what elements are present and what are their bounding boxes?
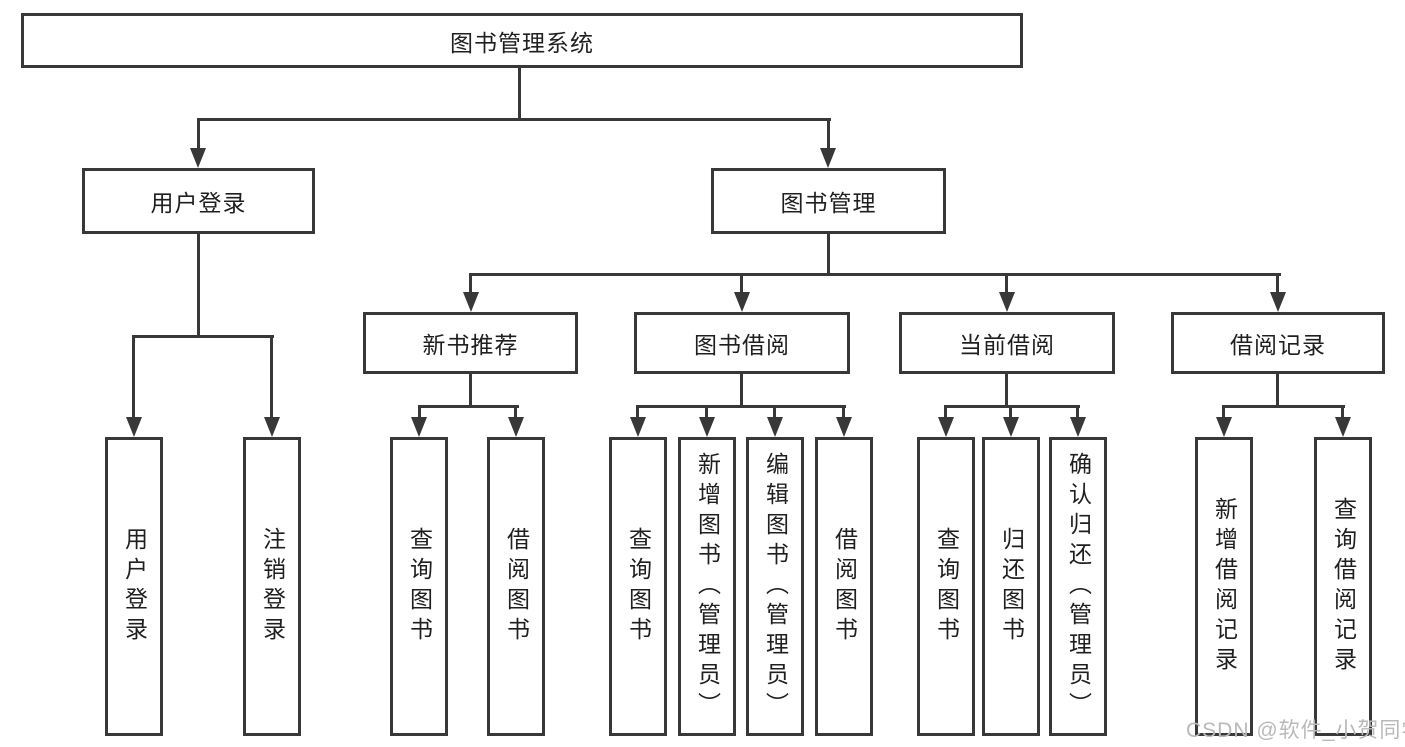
connector-shaft [1341, 405, 1344, 421]
arrowhead-down [463, 292, 479, 312]
leaf-return-books: 归还图书 [982, 437, 1040, 736]
leaf-query-books-current: 查询图书 [917, 437, 975, 736]
node-new-book-recommend: 新书推荐 [363, 312, 578, 374]
connector-group-stem [740, 374, 743, 408]
node-current-borrowing: 当前借阅 [899, 312, 1115, 374]
connector-shaft [636, 405, 639, 421]
connector-user-login-stem [197, 234, 200, 338]
arrowhead-down [1003, 417, 1019, 437]
watermark-text: CSDN @软件_小贺同学 [1186, 719, 1405, 742]
leaf-query-borrow-record-label: 查询借阅记录 [1330, 496, 1357, 677]
leaf-user-login: 用户登录 [105, 437, 163, 736]
leaf-confirm-return-admin-label: 确认归还（管理员） [1065, 451, 1092, 722]
connector-shaft [1005, 273, 1008, 295]
node-new-book-recommend-label: 新书推荐 [422, 332, 519, 358]
connector-group-stem [469, 374, 472, 408]
connector-shaft [514, 405, 517, 421]
arrowhead-down [938, 417, 954, 437]
leaf-return-books-label: 归还图书 [998, 526, 1025, 647]
connector-root-stem [518, 68, 521, 118]
arrowhead-down [767, 417, 783, 437]
arrowhead-down [999, 292, 1015, 312]
connector-shaft [827, 118, 830, 152]
connector-shaft [740, 273, 743, 295]
arrowhead-down [1270, 292, 1286, 312]
leaf-query-books-recommend: 查询图书 [390, 437, 448, 736]
node-book-borrowing: 图书借阅 [634, 312, 850, 374]
arrowhead-down [264, 417, 280, 437]
arrowhead-down [699, 417, 715, 437]
connector-shaft [270, 335, 273, 421]
arrowhead-down [126, 417, 142, 437]
connector-group-bar [636, 405, 846, 408]
node-book-management-label: 图书管理 [780, 190, 877, 216]
leaf-logout: 注销登录 [243, 437, 301, 736]
arrowhead-down [836, 417, 852, 437]
leaf-query-books-recommend-label: 查询图书 [406, 526, 433, 647]
connector-group-stem [1005, 374, 1008, 408]
connector-group-bar [944, 405, 1080, 408]
connector-group-bar [1222, 405, 1345, 408]
arrowhead-down [820, 148, 836, 168]
arrowhead-down [508, 417, 524, 437]
leaf-user-login-label: 用户登录 [121, 526, 148, 647]
connector-group-bar [418, 405, 519, 408]
node-current-borrowing-label: 当前借阅 [959, 332, 1055, 358]
connector-shaft [132, 335, 135, 421]
leaf-confirm-return-admin: 确认归还（管理员） [1049, 437, 1107, 736]
leaf-query-books-borrowing: 查询图书 [609, 437, 667, 736]
leaf-logout-label: 注销登录 [259, 526, 286, 647]
connector-shaft [469, 273, 472, 295]
leaf-borrow-books-borrowing-label: 借阅图书 [831, 526, 858, 647]
arrowhead-down [1070, 417, 1086, 437]
node-book-management: 图书管理 [711, 168, 946, 234]
connector-shaft [418, 405, 421, 421]
connector-shaft [197, 118, 200, 152]
connector-shaft [1276, 273, 1279, 295]
arrowhead-down [1216, 417, 1232, 437]
arrowhead-down [411, 417, 427, 437]
leaf-add-borrow-record: 新增借阅记录 [1195, 437, 1253, 736]
node-root-label: 图书管理系统 [450, 29, 594, 56]
connector-shaft [842, 405, 845, 421]
arrowhead-down [1335, 417, 1351, 437]
leaf-add-books-admin: 新增图书（管理员） [678, 437, 736, 736]
arrowhead-down [734, 292, 750, 312]
connector-shaft [1076, 405, 1079, 421]
connector-user-login-bar [132, 335, 274, 338]
connector-shaft [773, 405, 776, 421]
leaf-edit-books-admin-label: 编辑图书（管理员） [762, 451, 789, 722]
connector-level1-bar [197, 118, 831, 121]
arrowhead-down [190, 148, 206, 168]
connector-shaft [705, 405, 708, 421]
leaf-query-books-borrowing-label: 查询图书 [625, 526, 652, 647]
connector-shaft [1009, 405, 1012, 421]
leaf-add-borrow-record-label: 新增借阅记录 [1211, 496, 1238, 677]
connector-book-mgmt-stem [827, 234, 830, 276]
leaf-edit-books-admin: 编辑图书（管理员） [746, 437, 804, 736]
connector-group-stem [1276, 374, 1279, 408]
connector-shaft [944, 405, 947, 421]
connector-level2-bar [469, 273, 1281, 276]
node-book-borrowing-label: 图书借阅 [694, 332, 790, 358]
leaf-query-borrow-record: 查询借阅记录 [1314, 437, 1372, 736]
node-borrowing-records: 借阅记录 [1171, 312, 1385, 374]
leaf-borrow-books-borrowing: 借阅图书 [815, 437, 873, 736]
arrowhead-down [630, 417, 646, 437]
node-root: 图书管理系统 [21, 13, 1023, 68]
leaf-borrow-books-recommend: 借阅图书 [487, 437, 545, 736]
node-user-login: 用户登录 [82, 168, 315, 234]
leaf-query-books-current-label: 查询图书 [933, 526, 960, 647]
leaf-add-books-admin-label: 新增图书（管理员） [694, 451, 721, 722]
node-user-login-label: 用户登录 [150, 190, 247, 216]
leaf-borrow-books-recommend-label: 借阅图书 [503, 526, 530, 647]
connector-shaft [1222, 405, 1225, 421]
node-borrowing-records-label: 借阅记录 [1230, 332, 1326, 358]
